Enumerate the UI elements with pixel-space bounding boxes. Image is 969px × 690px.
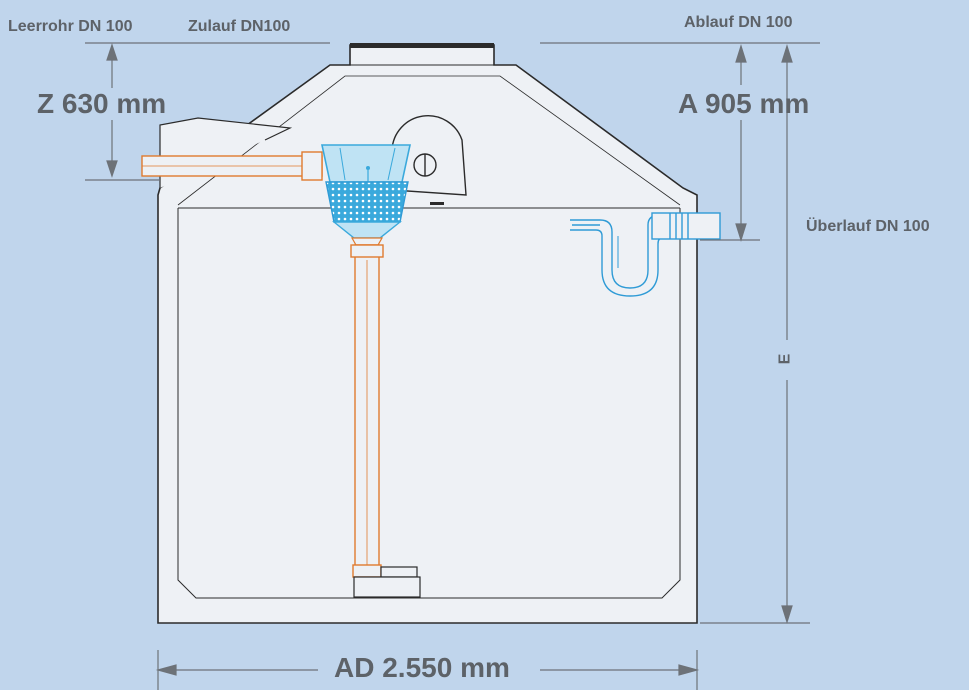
filter-housing [321,144,411,183]
ablauf-label: Ablauf DN 100 [684,14,793,31]
manhole-lid [350,43,494,48]
down-pipe [350,244,384,578]
overflow-siphon [570,212,721,297]
ad-dimension-label: AD 2.550 mm [334,652,510,683]
leerrohr-label: Leerrohr DN 100 [8,18,133,35]
dimension-lines [85,42,820,690]
tank-inner-wall [177,208,681,599]
filter-unit [321,144,411,246]
zulauf-label: Zulauf DN100 [188,18,291,35]
ueberlauf-label: Überlauf DN 100 [806,218,930,235]
calmed-inlet [353,566,421,598]
outlet-base [430,202,444,205]
z-dimension-label: Z 630 mm [37,88,167,119]
inlet-pipe [141,151,323,181]
tank-body [157,43,698,624]
filter-basket-mesh [325,181,409,223]
e-dimension-label: E [776,353,794,365]
a-dimension-label: A 905 mm [678,88,810,119]
